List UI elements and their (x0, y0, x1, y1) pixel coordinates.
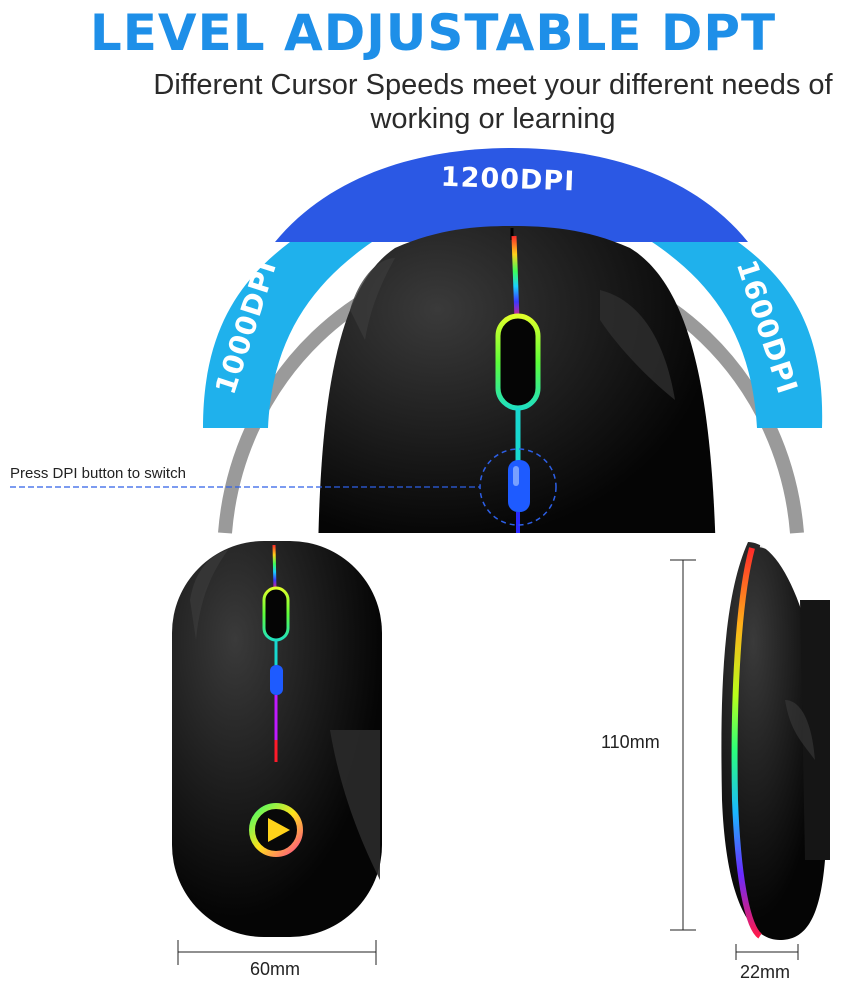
dpi-segment-left (203, 242, 372, 428)
page-title: LEVEL ADJUSTABLE DPT (89, 4, 777, 62)
page-subtitle: Different Cursor Speeds meet your differ… (120, 68, 866, 136)
dpi-button[interactable] (508, 460, 530, 512)
depth-label: 22mm (740, 962, 791, 982)
dpi-segment-right (652, 242, 823, 428)
dpi-button-highlight (479, 448, 557, 526)
width-label: 60mm (250, 959, 301, 979)
mouse-top-view (172, 541, 382, 937)
width-dimension (177, 940, 377, 965)
subtitle-line-2: working or learning (370, 103, 616, 135)
mouse-top-closeup (318, 226, 716, 533)
press-dpi-callout: Press DPI button to switch (10, 465, 186, 482)
depth-dimension (735, 944, 799, 960)
height-dimension (670, 559, 696, 931)
subtitle-line-1: Different Cursor Speeds meet your differ… (153, 69, 833, 101)
dpi-segment-center (275, 148, 748, 242)
height-label: 110mm (601, 732, 660, 752)
dpi-label-1200: 1200DPI (440, 162, 575, 198)
mouse-side-view (721, 542, 830, 940)
